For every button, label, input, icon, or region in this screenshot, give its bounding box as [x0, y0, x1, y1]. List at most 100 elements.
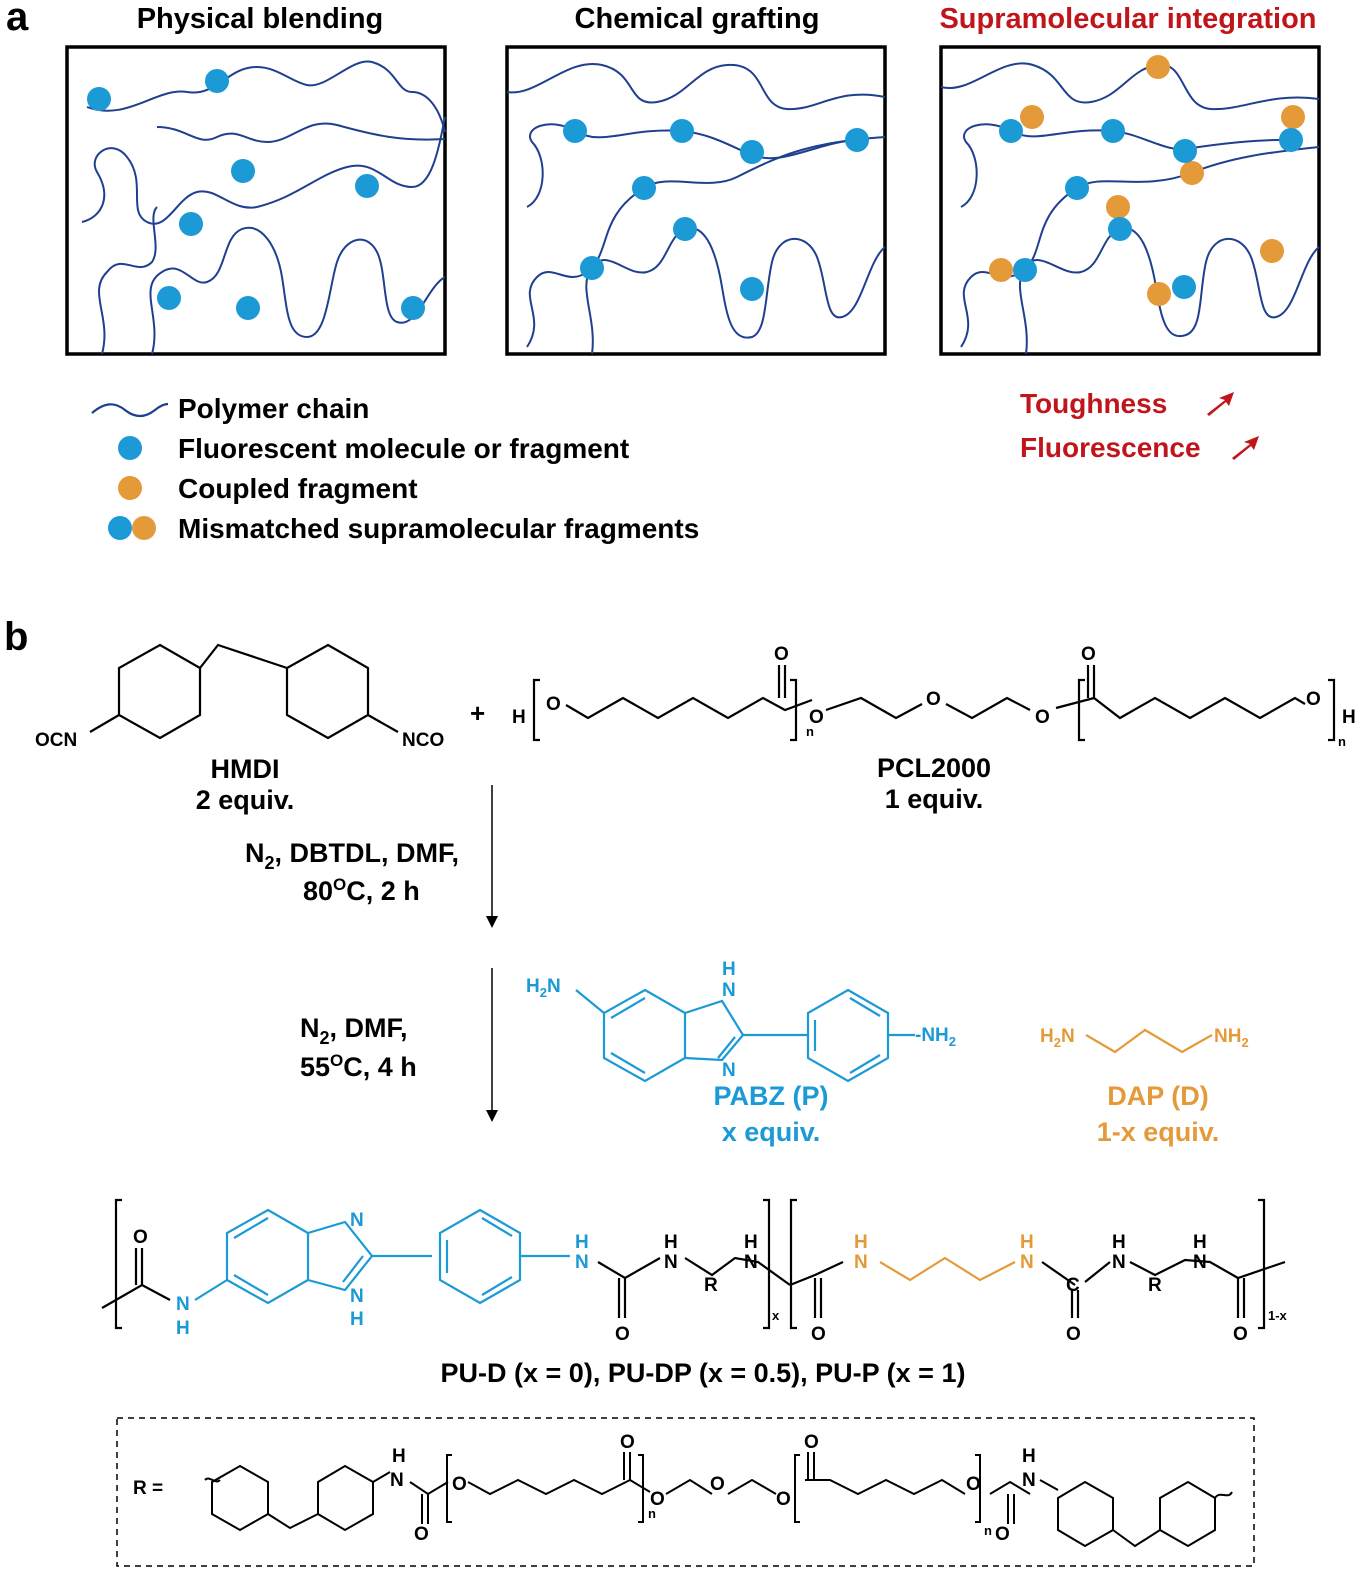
svg-text:1-x: 1-x	[1268, 1308, 1288, 1323]
step1-conditions-line2: 80OC, 2 h	[303, 875, 420, 906]
svg-text:H: H	[854, 1232, 868, 1253]
svg-text:O: O	[804, 1432, 819, 1453]
step2-conditions-line2: 55OC, 4 h	[300, 1051, 417, 1082]
svg-text:H: H	[664, 1232, 678, 1253]
svg-text:H: H	[1020, 1232, 1034, 1253]
svg-text:O: O	[133, 1227, 148, 1248]
svg-text:H: H	[744, 1232, 758, 1253]
svg-text:N: N	[575, 1252, 589, 1273]
pcl-structure	[532, 665, 1336, 742]
legend-mismatched-fragments: Mismatched supramolecular fragments	[178, 513, 699, 544]
svg-text:O: O	[710, 1474, 725, 1495]
svg-text:N: N	[390, 1470, 404, 1491]
up-arrow-icon	[1207, 392, 1234, 416]
svg-text:O: O	[650, 1489, 665, 1510]
r-group-labels: H N O O O O n O O O O n O H N	[390, 1432, 1036, 1545]
pabz-n-bottom: N	[722, 1060, 736, 1081]
step2-conditions-line1: N2, DMF,	[300, 1013, 408, 1048]
hmdi-left-group: OCN	[35, 730, 77, 751]
pcl-n1: n	[806, 724, 814, 739]
svg-text:N: N	[854, 1252, 868, 1273]
pcl-o5: O	[1035, 707, 1050, 728]
box-chemical-grafting	[505, 45, 887, 356]
hmdi-equiv: 2 equiv.	[196, 785, 295, 815]
pcl-o3: O	[809, 707, 824, 728]
svg-text:H: H	[1193, 1232, 1207, 1253]
svg-text:N: N	[664, 1252, 678, 1273]
polymer-chains	[506, 62, 886, 355]
fluorescent-molecules	[87, 69, 425, 320]
svg-text:O: O	[615, 1324, 630, 1345]
pcl-name: PCL2000	[877, 753, 991, 783]
svg-text:H: H	[1022, 1446, 1036, 1467]
title-supramolecular-integration: Supramolecular integration	[939, 3, 1316, 35]
box-physical-blending	[65, 45, 447, 356]
dap-structure	[1085, 1028, 1213, 1054]
svg-text:O: O	[1233, 1324, 1248, 1345]
box-supramolecular-integration	[939, 45, 1321, 356]
svg-text:N: N	[744, 1252, 758, 1273]
pcl-h-left: H	[512, 707, 526, 728]
panel-b-label: b	[4, 615, 28, 659]
arrow-head-1	[486, 916, 498, 928]
effect-toughness: Toughness	[1020, 388, 1167, 419]
legend: Polymer chain Fluorescent molecule or fr…	[91, 393, 699, 544]
svg-text:O: O	[811, 1324, 826, 1345]
r-group-label: R =	[133, 1478, 163, 1499]
svg-text:N: N	[350, 1286, 364, 1307]
pabz-equiv: x equiv.	[722, 1117, 821, 1147]
svg-text:N: N	[1193, 1252, 1207, 1273]
step1-conditions-line1: N2, DBTDL, DMF,	[245, 838, 459, 873]
effects: Toughness Fluorescence	[1020, 388, 1259, 463]
pcl-h-right: H	[1342, 707, 1356, 728]
fluorescent-molecules	[999, 119, 1303, 299]
svg-text:O: O	[1066, 1324, 1081, 1345]
pabz-structure	[575, 988, 915, 1083]
polymer-chains	[81, 60, 446, 355]
svg-text:H: H	[176, 1318, 190, 1339]
svg-text:x: x	[772, 1308, 780, 1323]
svg-text:N: N	[350, 1210, 364, 1231]
r-group-structure	[204, 1452, 1233, 1548]
plus-sign: +	[470, 698, 485, 728]
svg-text:C: C	[1066, 1275, 1080, 1296]
polymer-chains	[940, 62, 1320, 355]
svg-text:O: O	[452, 1474, 467, 1495]
svg-text:O: O	[414, 1524, 429, 1545]
svg-text:O: O	[776, 1489, 791, 1510]
pcl-o7: O	[1306, 689, 1321, 710]
coupled-fragments	[989, 55, 1305, 306]
svg-text:N: N	[1022, 1470, 1036, 1491]
pcl-n2: n	[1338, 734, 1346, 749]
svg-text:H: H	[575, 1232, 589, 1253]
svg-text:R: R	[704, 1275, 718, 1296]
svg-text:R: R	[1148, 1275, 1162, 1296]
pcl-o6: O	[1081, 644, 1096, 665]
svg-text:O: O	[966, 1474, 981, 1495]
blue-orange-pair-icon	[108, 516, 156, 540]
hmdi-structure	[89, 643, 399, 740]
arrow-head-2	[486, 1110, 498, 1122]
title-physical-blending: Physical blending	[137, 3, 384, 35]
legend-coupled-fragment: Coupled fragment	[178, 473, 418, 504]
polymer-chain-icon	[91, 402, 169, 418]
svg-text:O: O	[620, 1432, 635, 1453]
pcl-o4: O	[926, 689, 941, 710]
r-group-box	[116, 1417, 1255, 1567]
blue-circle-icon	[118, 436, 142, 460]
pabz-nh-top-n: N	[722, 980, 736, 1001]
svg-text:H: H	[350, 1309, 364, 1330]
product-caption: PU-D (x = 0), PU-DP (x = 0.5), PU-P (x =…	[441, 1358, 966, 1388]
svg-text:N: N	[1020, 1252, 1034, 1273]
svg-text:n: n	[648, 1506, 656, 1521]
pcl-o1: O	[546, 694, 561, 715]
pabz-nh2: -NH2	[915, 1025, 956, 1049]
dap-h2n: H2N	[1040, 1026, 1075, 1050]
svg-text:n: n	[984, 1523, 992, 1538]
title-chemical-grafting: Chemical grafting	[575, 3, 820, 35]
pabz-h2n: H2N	[526, 976, 561, 1000]
panel-a-label: a	[6, 0, 29, 39]
legend-fluorescent-molecule: Fluorescent molecule or fragment	[178, 433, 629, 464]
svg-text:H: H	[1112, 1232, 1126, 1253]
